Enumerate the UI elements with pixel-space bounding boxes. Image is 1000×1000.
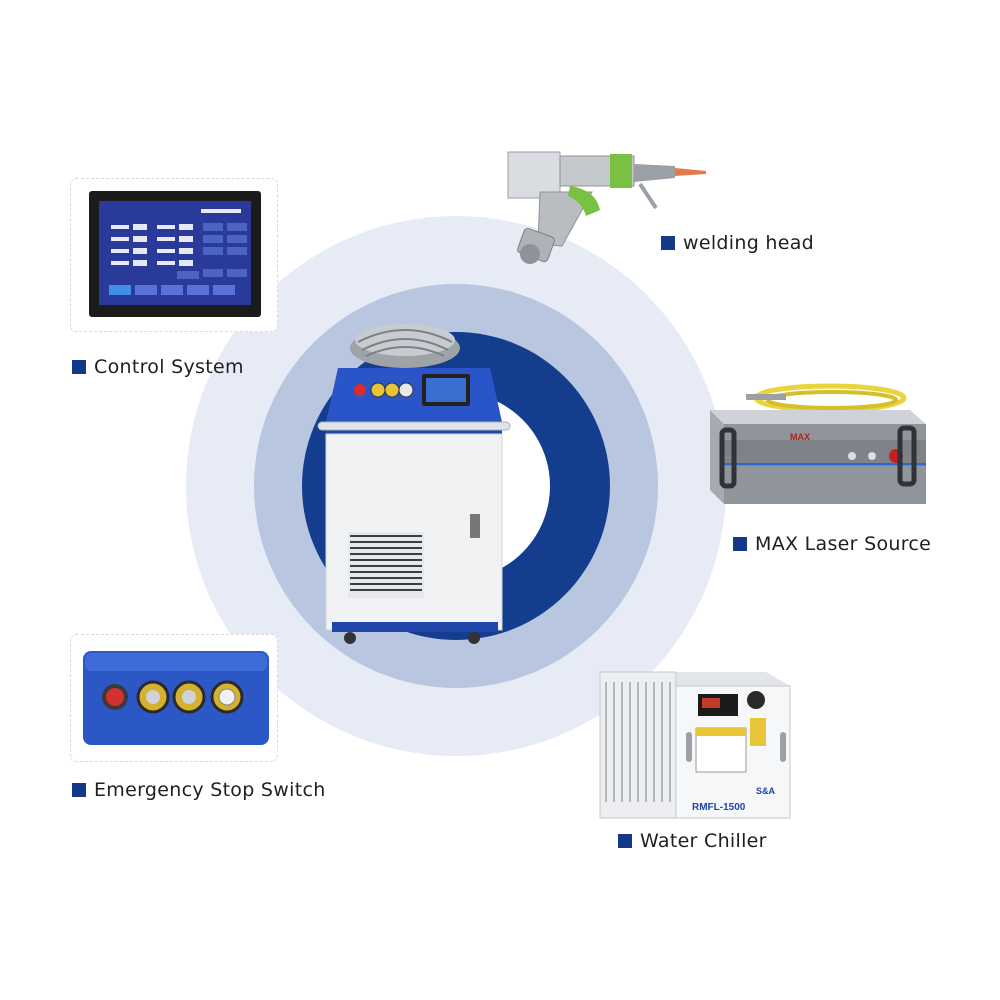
chiller-brand-logo: S&A (756, 786, 776, 796)
welding-head-image (507, 151, 706, 264)
bullet-square-icon (72, 783, 86, 797)
bullet-square-icon (661, 236, 675, 250)
bullet-square-icon (618, 834, 632, 848)
chiller-model-logo: RMFL-1500 (692, 802, 746, 813)
welding-head-label: welding head (661, 232, 814, 254)
control-system-card (70, 178, 278, 332)
emergency-stop-switch-label: Emergency Stop Switch (72, 779, 326, 801)
control-panel-image (89, 191, 261, 317)
water-chiller-label: Water Chiller (618, 830, 767, 852)
bullet-square-icon (72, 360, 86, 374)
max-laser-source-label: MAX Laser Source (733, 533, 931, 555)
control-system-label: Control System (72, 356, 244, 378)
max-logo: MAX (790, 432, 810, 442)
water-chiller-image: RMFL-1500 S&A (599, 671, 791, 819)
bullet-square-icon (733, 537, 747, 551)
max-laser-source-image: MAX (710, 383, 926, 504)
emergency-stop-panel-image (83, 651, 269, 745)
laser-welding-machine-image (317, 324, 511, 644)
emergency-stop-switch-card (70, 634, 278, 762)
